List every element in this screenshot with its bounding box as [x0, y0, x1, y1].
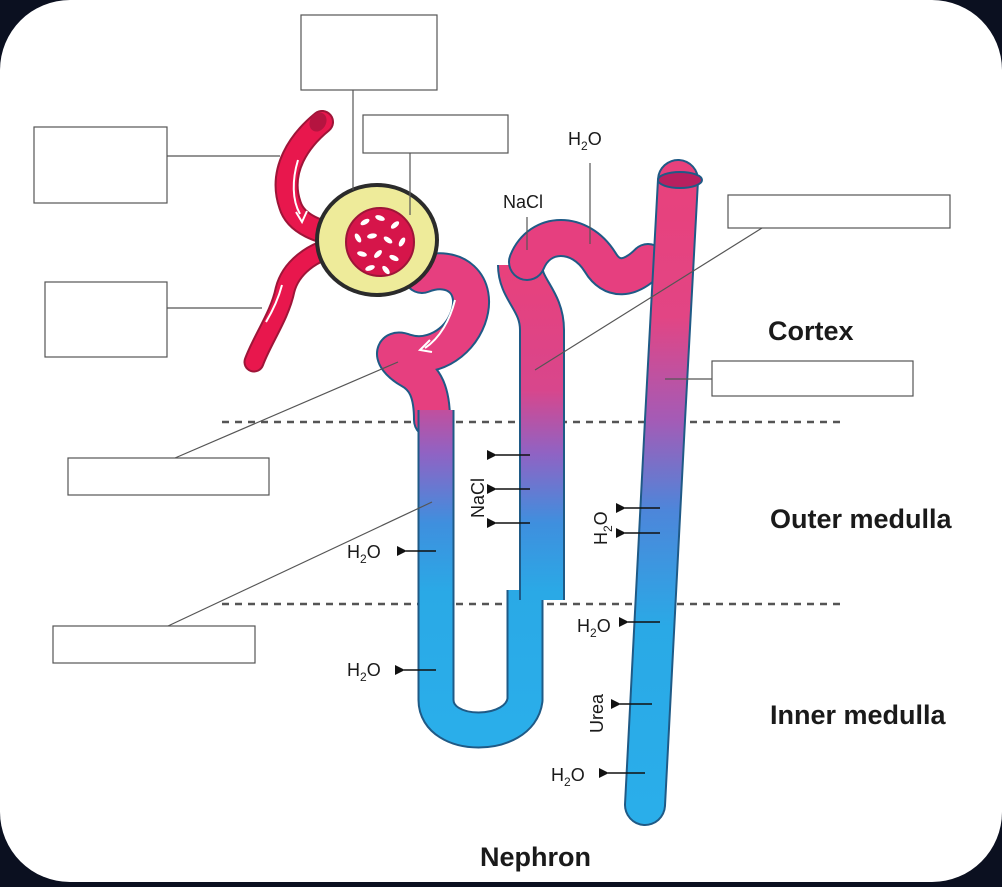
region-label-cortex: Cortex — [768, 316, 854, 346]
leader-ascending — [534, 227, 763, 371]
h2o-label-distal: H2O — [568, 129, 602, 153]
label-box-capsule[interactable] — [300, 14, 438, 91]
filtrate-flow-arrow — [424, 299, 456, 349]
urea-label: Urea — [587, 693, 607, 733]
label-box-glomerulus[interactable] — [362, 114, 509, 154]
thick-ascending-limb — [499, 263, 563, 600]
h2o-label-collecting-2: H2O — [577, 616, 611, 640]
h2o-label-descending-2: H2O — [347, 660, 381, 684]
leader-descending — [167, 501, 433, 627]
label-box-efferent[interactable] — [44, 281, 168, 358]
region-label-inner-medulla: Inner medulla — [770, 700, 947, 730]
label-box-ascending[interactable] — [727, 194, 951, 229]
blood-flow-arrow-in — [292, 159, 301, 215]
label-box-afferent[interactable] — [33, 126, 168, 204]
proximal-tubule — [378, 254, 488, 437]
h2o-label-collecting-4: H2O — [551, 765, 585, 789]
label-box-descending[interactable] — [52, 625, 256, 664]
label-box-proximal[interactable] — [67, 457, 270, 496]
h2o-label-descending-1: H2O — [347, 542, 381, 566]
glomerulus-capillaries — [354, 215, 406, 275]
blood-flow-arrowhead-in — [295, 210, 308, 225]
diagram-title: Nephron — [480, 842, 591, 872]
nacl-label-distal: NaCl — [503, 192, 543, 212]
blood-flow-arrow-out — [265, 284, 283, 323]
h2o-label-collecting-rotated: H2O — [591, 511, 615, 545]
collecting-duct-opening — [657, 171, 703, 189]
filtrate-flow-arrowhead — [417, 339, 433, 353]
nacl-label-ascending: NaCl — [468, 478, 488, 518]
arteriole-opening — [309, 112, 327, 132]
region-label-outer-medulla: Outer medulla — [770, 504, 953, 534]
loop-of-henle — [419, 410, 542, 747]
label-box-collecting[interactable] — [711, 360, 914, 397]
leader-proximal — [174, 361, 399, 459]
distal-tubule — [510, 221, 665, 294]
collecting-duct — [626, 161, 697, 824]
